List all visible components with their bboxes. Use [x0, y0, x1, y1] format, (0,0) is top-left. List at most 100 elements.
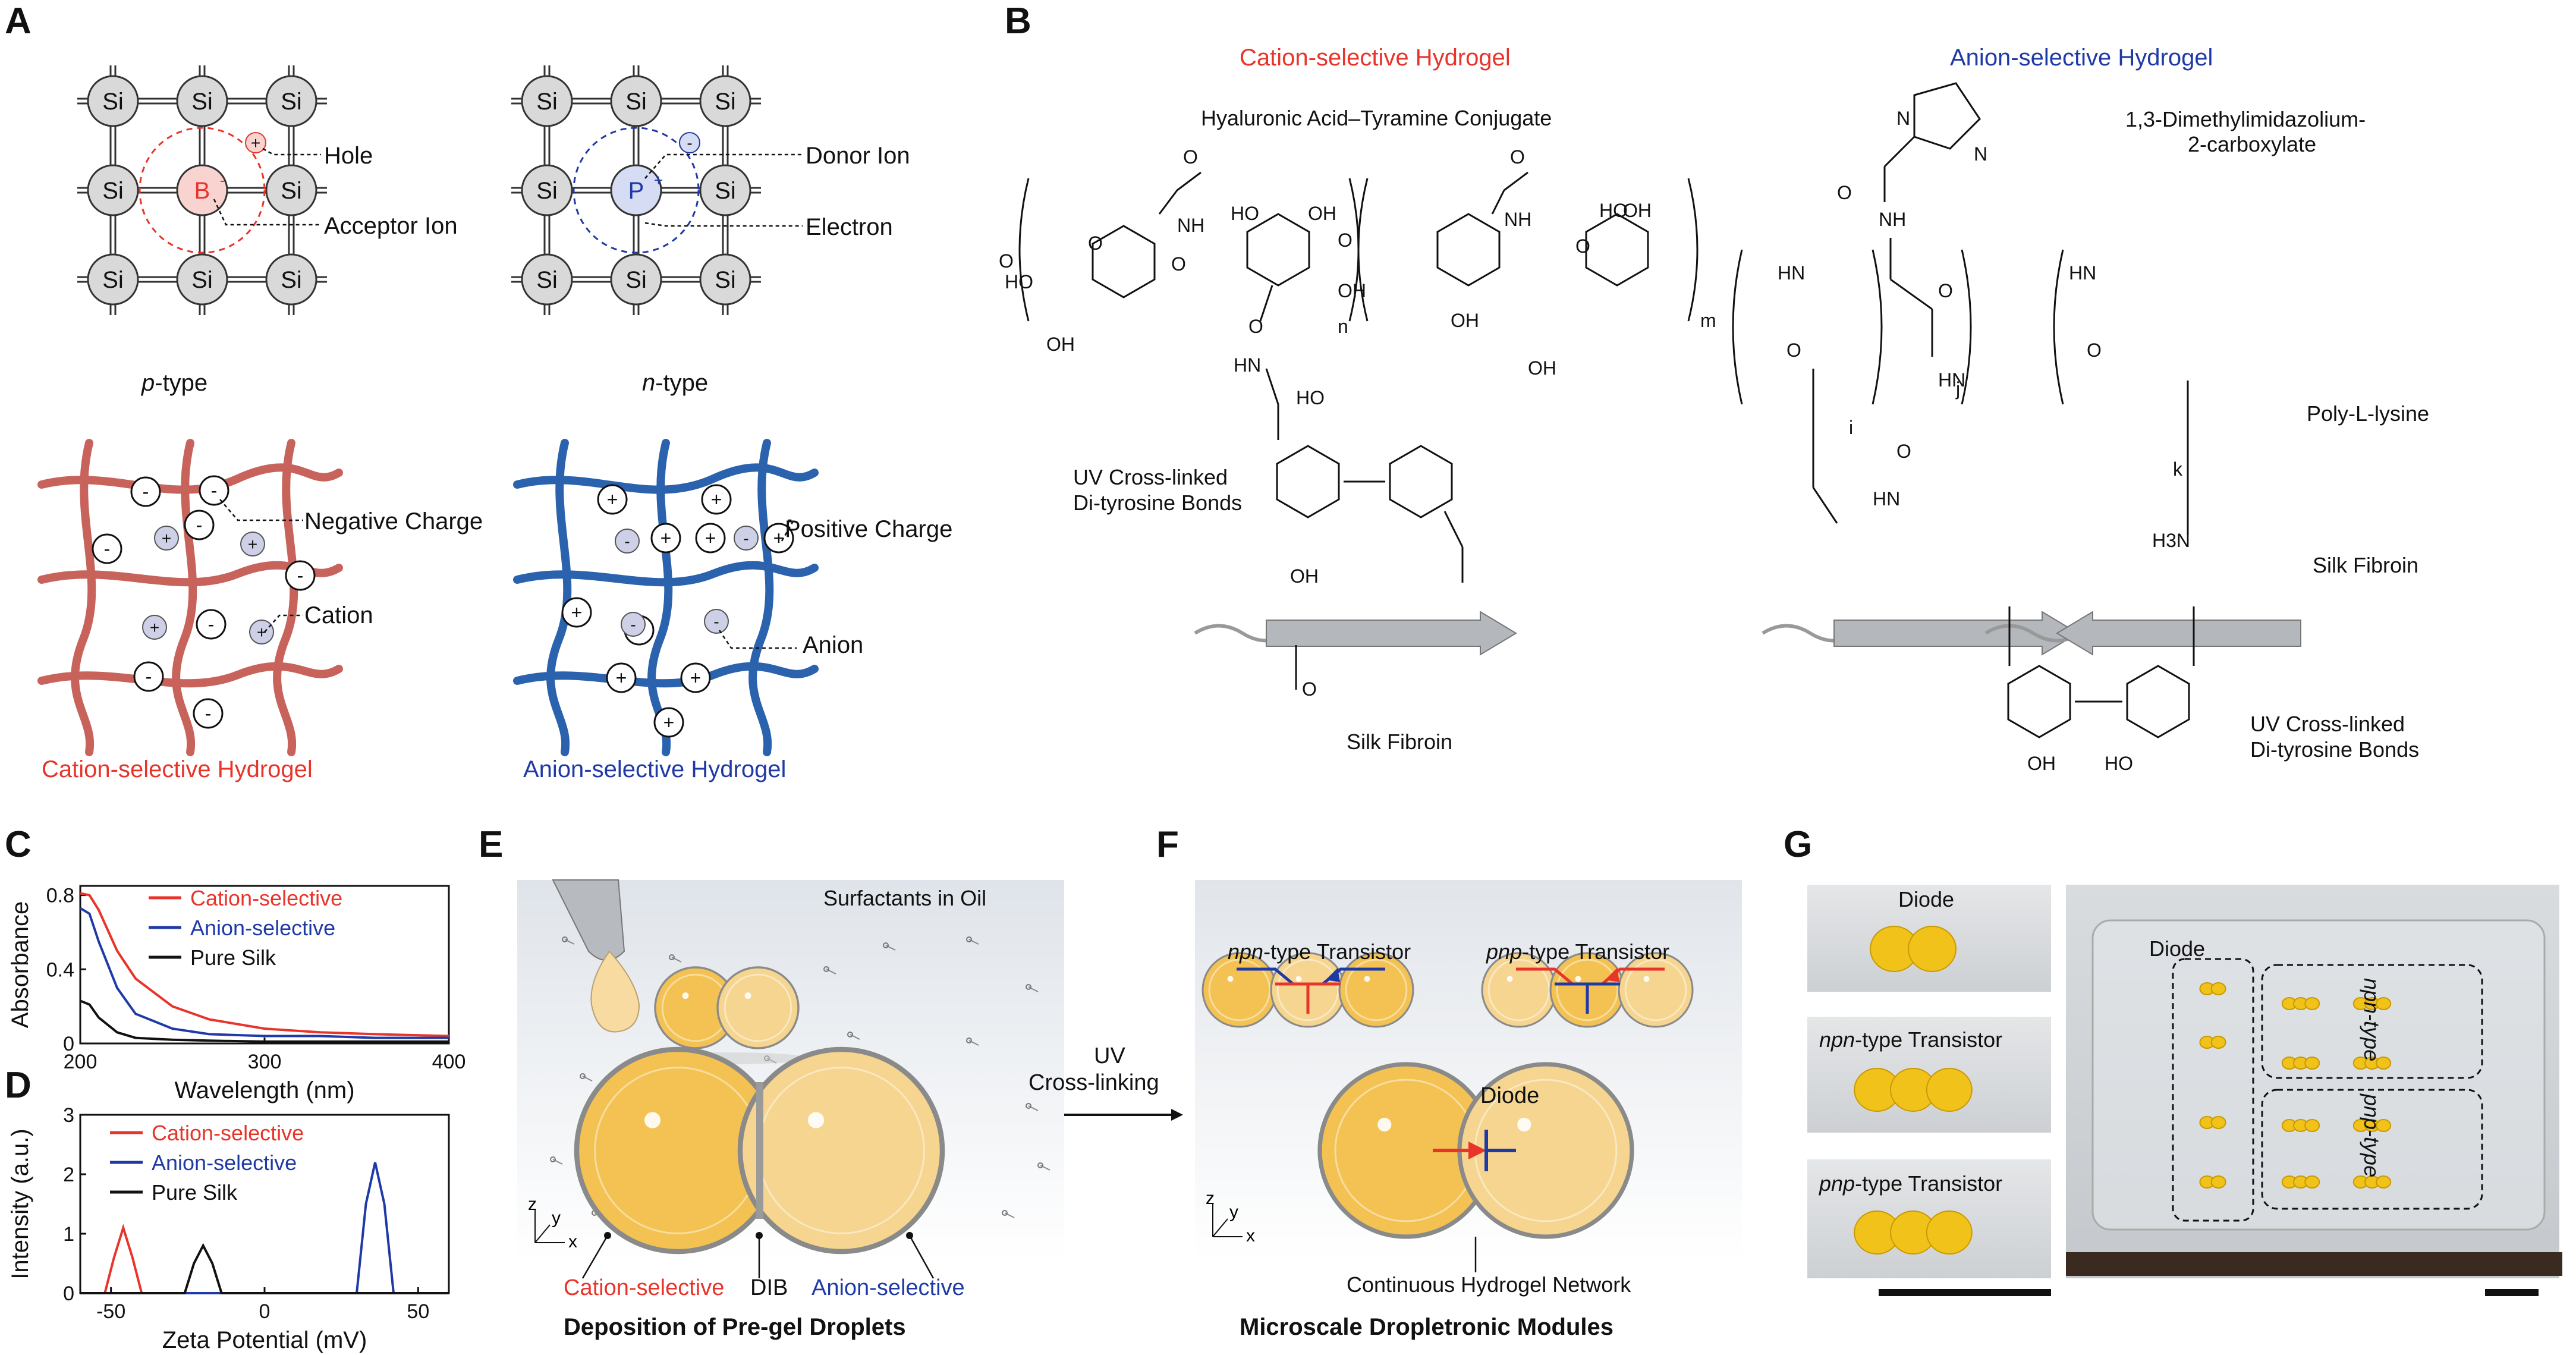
surfactant-tail: [885, 945, 896, 951]
chip-diode: [2199, 1036, 2226, 1049]
si-atom: [176, 75, 228, 127]
atom-hn: HN: [1938, 369, 1965, 391]
dopant-charge: -: [220, 171, 225, 189]
pnp-droplet-3: [1618, 952, 1694, 1028]
surfactant-tail: [968, 939, 979, 945]
bracket: [1018, 178, 1030, 322]
tyrosine-ring: [1276, 445, 1340, 518]
fixed-charge-sign: +: [773, 527, 785, 549]
panel-label-a: A: [5, 1, 32, 42]
carrier: [245, 132, 266, 153]
carrier-sign: -: [687, 134, 692, 152]
si-symbol: Si: [536, 178, 558, 204]
leader-line: [581, 1235, 609, 1279]
chip-edge: [2066, 1252, 2562, 1276]
dopant-atom: [176, 164, 228, 216]
polymer-chain: [513, 463, 819, 494]
tyrosine-ring: [1389, 445, 1453, 518]
fixed-charge: [193, 698, 224, 729]
atom-o: O: [1171, 253, 1186, 275]
panel-label-b: B: [1005, 1, 1031, 42]
chip-transistor: [2281, 1175, 2320, 1189]
mobile-ion-sign: -: [713, 612, 719, 631]
atom-o: O: [999, 250, 1014, 272]
chip-slide: [2091, 919, 2546, 1231]
mobile-ion: [240, 532, 265, 557]
droplet-rim: [1208, 958, 1271, 1021]
imidazolium-ring: [1913, 82, 1981, 150]
p-type-lattice: [0, 0, 1, 1]
droplet-highlight: [1227, 976, 1234, 982]
y-axis-label: Intensity (a.u.): [7, 1128, 33, 1279]
mobile-ion: [142, 615, 167, 640]
droplet-highlight: [744, 992, 751, 999]
atom-oh: OH: [1290, 565, 1319, 587]
mobile-ion-sign: +: [150, 618, 159, 637]
atom-o: O: [1938, 280, 1953, 301]
atom-oh: OH: [1451, 310, 1479, 331]
subscript-n: n: [1338, 316, 1348, 337]
hydrogel-droplet: [1926, 1068, 1973, 1112]
series-line-pure-silk: [80, 999, 449, 1043]
diode-photo-label: Diode: [1898, 887, 1955, 911]
y-tick-label: 0: [63, 1033, 74, 1055]
leader-line: [264, 614, 303, 633]
droplet-body: [1618, 952, 1694, 1028]
silk-fibroin-strand: [1762, 611, 2079, 656]
chip-diode: [2199, 982, 2226, 995]
surfactant-head: [966, 1038, 972, 1043]
silk-fibroin-label-2: Silk Fibroin: [2313, 553, 2419, 577]
droplet-highlight: [1506, 976, 1513, 982]
droplet-body: [737, 1046, 945, 1255]
subscript-j: j: [1955, 378, 1960, 400]
chip-transistor: [2281, 1057, 2320, 1070]
series-line-cation-selective: [80, 892, 449, 1038]
surfactant-tail: [826, 969, 836, 974]
cross-linking-label: Cross-linking: [1028, 1070, 1159, 1095]
fixed-charge-sign: -: [104, 538, 111, 559]
surfactant-head: [1002, 1210, 1008, 1216]
droplet-rim: [1345, 958, 1408, 1021]
panel-e-caption: Deposition of Pre-gel Droplets: [564, 1314, 906, 1340]
si-atom: [265, 253, 317, 306]
mobile-ion: [704, 609, 729, 634]
surfactants-label: Surfactants in Oil: [823, 886, 987, 910]
fixed-charge: [653, 707, 684, 738]
uv-crosslink-label-3: UV Cross-linked: [2250, 712, 2405, 736]
mobile-ion: [249, 620, 274, 645]
atom-o: O: [2087, 339, 2102, 361]
surfactant-head: [966, 936, 972, 942]
legend-label: Anion-selective: [152, 1150, 297, 1175]
si-atom: [699, 164, 751, 216]
droplet-highlight: [682, 992, 689, 999]
pnp-transistor-label: pnp-type Transistor: [1486, 939, 1670, 964]
si-symbol: Si: [102, 267, 124, 293]
axis-y-label: y: [1229, 1202, 1238, 1222]
si-symbol: Si: [625, 267, 647, 293]
droplet-highlight: [644, 1112, 661, 1128]
surfactant-head: [823, 966, 829, 972]
si-atom: [699, 253, 751, 306]
bracket: [1961, 249, 1972, 405]
dopant-symbol: P: [628, 178, 644, 204]
fixed-charge: [701, 484, 732, 515]
leader-line: [718, 630, 797, 649]
x-tick-label: 300: [248, 1051, 282, 1073]
hole-leader: [262, 147, 321, 156]
acceptor-ion-label: Acceptor Ion: [324, 213, 458, 239]
subscript-i: i: [1849, 417, 1853, 438]
surfactant-head: [550, 1156, 556, 1162]
npn-photo-label: npn-type Transistor: [1819, 1027, 2003, 1052]
droplet-rim: [1624, 958, 1687, 1021]
hydrogel-droplet: [2210, 1116, 2226, 1129]
hydrogel-droplet: [2304, 997, 2320, 1010]
cation-hydrogel-title: Cation-selective Hydrogel: [1240, 45, 1511, 71]
droplet-highlight: [1517, 1117, 1531, 1132]
atom-o: O: [1786, 339, 1801, 361]
droplet-deposition-scene: zyx: [517, 879, 1064, 1279]
fixed-charge-sign: +: [616, 667, 627, 688]
droplet-highlight: [1575, 976, 1581, 982]
fixed-charge-sign: +: [663, 712, 675, 733]
